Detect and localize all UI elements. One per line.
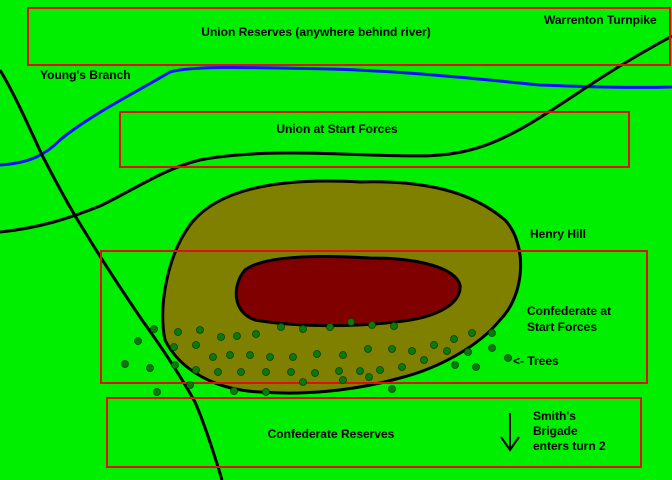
youngs-branch-label: Young's Branch (40, 68, 131, 82)
tree-line (121, 318, 512, 396)
union-start-zone (119, 111, 630, 168)
confederate-start-zone (100, 250, 648, 384)
tree-icon (299, 325, 307, 333)
tree-icon (388, 345, 396, 353)
tree-icon (289, 353, 297, 361)
tree-icon (451, 361, 459, 369)
tree-icon (262, 368, 270, 376)
tree-icon (186, 381, 194, 389)
union-reserves-label: Union Reserves (anywhere behind river) (201, 25, 430, 39)
tree-icon (464, 348, 472, 356)
tree-icon (121, 360, 129, 368)
tree-icon (356, 367, 364, 375)
henry-hill-summit (234, 254, 462, 328)
tree-icon (311, 369, 319, 377)
tree-icon (134, 337, 142, 345)
tree-icon (443, 347, 451, 355)
diagonal-road (0, 69, 224, 480)
tree-icon (335, 367, 343, 375)
tree-icon (277, 323, 285, 331)
tree-icon (266, 353, 274, 361)
tree-icon (287, 368, 295, 376)
tree-icon (450, 335, 458, 343)
tree-icon (209, 353, 217, 361)
tree-icon (347, 318, 355, 326)
tree-icon (488, 344, 496, 352)
smiths-brigade-label-1: Smith's (533, 409, 576, 423)
smiths-brigade-label-2: Brigade (533, 424, 578, 438)
tree-icon (376, 366, 384, 374)
tree-icon (237, 368, 245, 376)
tree-icon (217, 333, 225, 341)
tree-icon (488, 329, 496, 337)
tree-icon (246, 351, 254, 359)
tree-icon (171, 361, 179, 369)
tree-icon (174, 328, 182, 336)
confederate-start-label-2: Start Forces (527, 320, 597, 334)
confederate-reserves-label: Confederate Reserves (268, 427, 395, 441)
tree-icon (214, 368, 222, 376)
confederate-start-label-1: Confederate at (527, 304, 611, 318)
smiths-brigade-label-3: enters turn 2 (533, 439, 606, 453)
tree-icon (420, 356, 428, 364)
tree-icon (226, 351, 234, 359)
union-start-label: Union at Start Forces (276, 122, 398, 136)
tree-icon (153, 388, 161, 396)
tree-icon (326, 323, 334, 331)
tree-icon (150, 325, 158, 333)
union-reserves-zone (27, 7, 671, 66)
tree-icon (365, 373, 373, 381)
tree-icon (398, 363, 406, 371)
confederate-reserves-zone (106, 397, 642, 468)
tree-icon (430, 341, 438, 349)
tree-icon (230, 387, 238, 395)
tree-icon (196, 326, 204, 334)
tree-icon (468, 329, 476, 337)
tree-icon (170, 343, 178, 351)
tree-icon (252, 330, 260, 338)
tree-icon (364, 345, 372, 353)
tree-icon (233, 332, 241, 340)
tree-icon (390, 322, 398, 330)
tree-icon (192, 366, 200, 374)
tree-icon (262, 388, 270, 396)
tree-icon (192, 341, 200, 349)
down-arrow-icon (500, 413, 520, 452)
tree-icon (472, 363, 480, 371)
tree-icon (408, 347, 416, 355)
warrenton-turnpike-label: Warrenton Turnpike (544, 13, 657, 27)
youngs-branch-river (0, 65, 672, 167)
tree-icon (146, 364, 154, 372)
tree-icon (339, 351, 347, 359)
trees-label: <- Trees (513, 354, 559, 368)
tree-icon (388, 385, 396, 393)
henry-hill-label: Henry Hill (530, 227, 586, 241)
tree-icon (339, 376, 347, 384)
tree-icon (299, 378, 307, 386)
warrenton-turnpike-road (0, 34, 672, 234)
tree-icon (368, 321, 376, 329)
tree-icon (504, 354, 512, 362)
tree-icon (313, 350, 321, 358)
